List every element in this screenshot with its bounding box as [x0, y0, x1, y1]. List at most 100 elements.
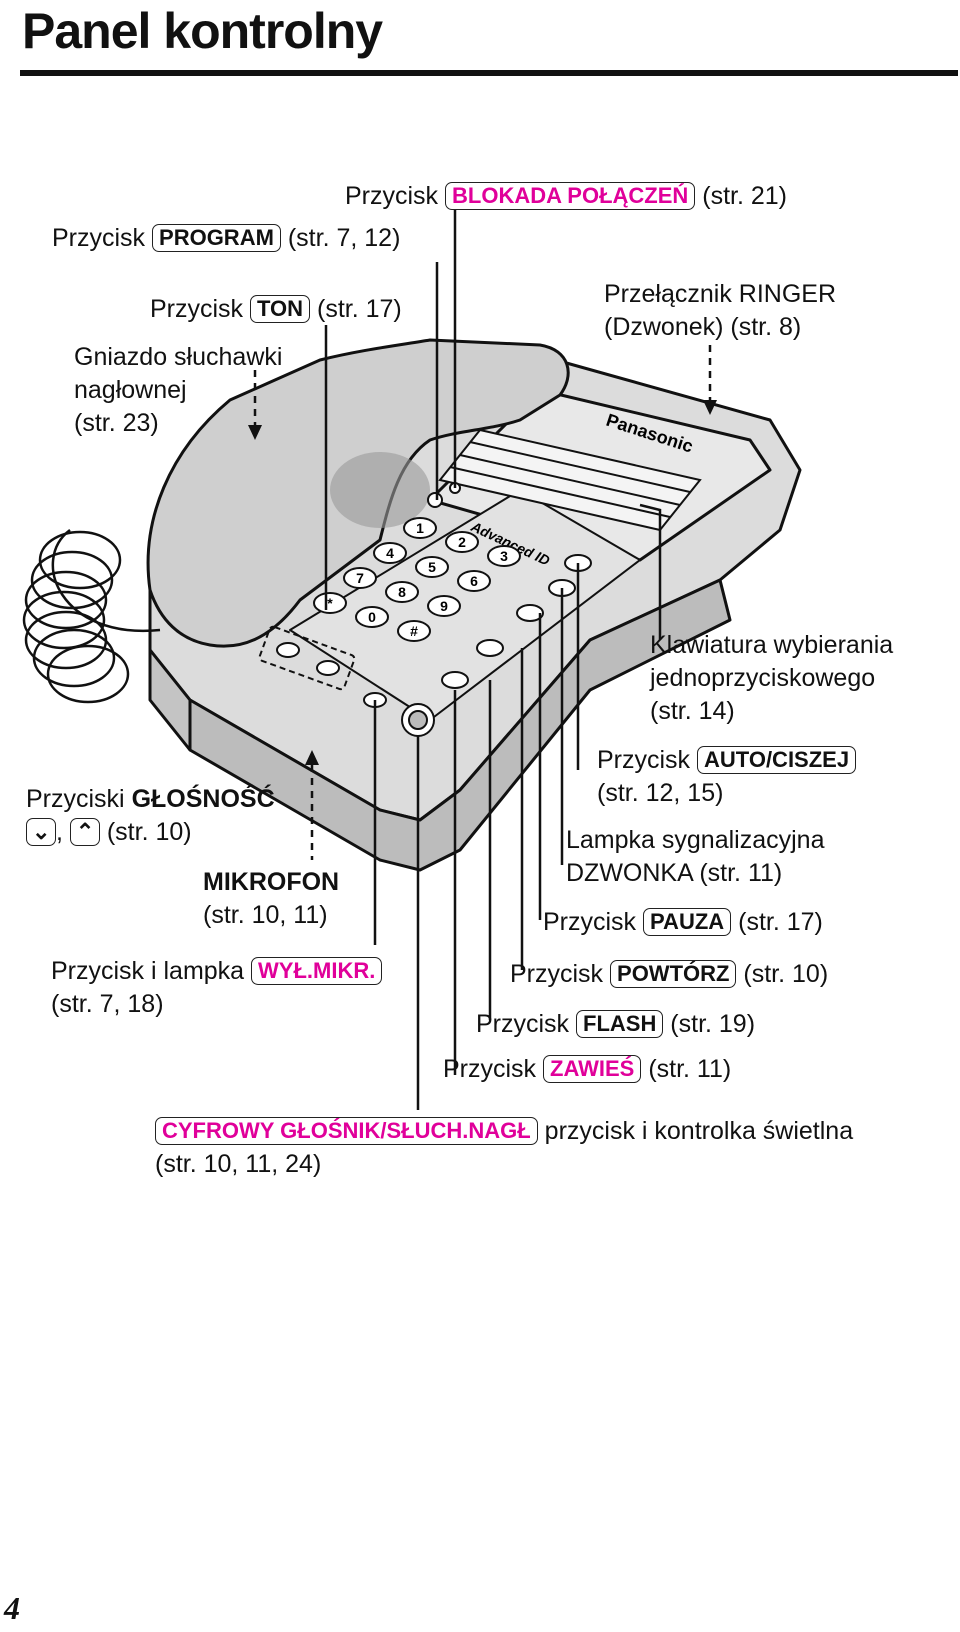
dial-key-label: 8 — [398, 584, 406, 600]
dial-key-7[interactable] — [343, 567, 377, 589]
arrow-heads — [248, 400, 717, 765]
callout-zawies: Przycisk ZAWIEŚ (str. 11) — [443, 1053, 731, 1086]
blokada-key[interactable]: BLOKADA POŁĄCZEŃ — [445, 182, 696, 210]
dial-key-label: 5 — [428, 559, 436, 575]
page-title: Panel kontrolny — [22, 3, 383, 59]
callout-prefix: Przycisk — [150, 295, 244, 323]
flash-key[interactable]: FLASH — [576, 1010, 664, 1038]
callout-prefix: Przycisk — [443, 1055, 537, 1083]
volume-down-shape[interactable] — [276, 642, 300, 658]
flash-button-shape[interactable] — [476, 639, 504, 657]
callout-prefix: Przyciski — [26, 785, 125, 813]
callout-line: (Dzwonek) (str. 8) — [604, 313, 802, 341]
dial-key-label: 0 — [368, 609, 376, 625]
auto-key[interactable]: AUTO/CISZEJ — [697, 746, 857, 774]
dial-key-3[interactable] — [487, 545, 521, 567]
callout-line: Gniazdo słuchawki — [74, 343, 283, 371]
callout-line: MIKROFON — [203, 868, 340, 896]
dashed-arrows — [253, 345, 712, 860]
callout-line: (str. 23) — [74, 409, 159, 437]
dial-keys: 1 2 3 4 5 6 7 8 9 * 0 # — [313, 517, 521, 642]
callout-program: Przycisk PROGRAM (str. 7, 12) — [52, 222, 400, 255]
callout-flash: Przycisk FLASH (str. 19) — [476, 1008, 755, 1041]
callout-ref: (str. 7, 12) — [287, 224, 401, 252]
callout-ref: (str. 17) — [738, 908, 823, 936]
dial-key-label: * — [327, 595, 333, 611]
program-key[interactable]: PROGRAM — [152, 224, 281, 252]
callout-prefix: Przycisk — [543, 908, 637, 936]
dial-key-1[interactable] — [403, 517, 437, 539]
callout-ref: (str. 21) — [702, 182, 788, 210]
dial-key-#[interactable] — [397, 620, 431, 642]
wylmikr-key[interactable]: WYŁ.MIKR. — [251, 957, 383, 985]
chevron-down-icon[interactable]: ⌄ — [26, 818, 56, 846]
dial-key-label: 4 — [386, 545, 394, 561]
dial-key-9[interactable] — [427, 595, 461, 617]
callout-pauza: Przycisk PAUZA (str. 17) — [543, 906, 823, 939]
callout-prefix: Przycisk i lampka — [51, 957, 245, 985]
callout-prefix: Przycisk — [510, 960, 604, 988]
callout-powtorz: Przycisk POWTÓRZ (str. 10) — [510, 958, 828, 991]
pauza-key[interactable]: PAUZA — [643, 908, 732, 936]
callout-wylmikr: Przycisk i lampka WYŁ.MIKR. (str. 7, 18) — [51, 955, 383, 1021]
handset — [146, 338, 570, 648]
zawies-key[interactable]: ZAWIEŚ — [543, 1055, 642, 1083]
callout-ref: (str. 10, 11, 24) — [155, 1150, 322, 1178]
callout-cyfrowy: CYFROWY GŁOŚNIK/SŁUCH.NAGŁ przycisk i ko… — [155, 1115, 853, 1181]
callout-suffix: przycisk i kontrolka świetlna — [544, 1117, 854, 1145]
callout-klawiatura: Klawiatura wybierania jednoprzyciskowego… — [650, 629, 893, 728]
dial-key-label: 3 — [500, 548, 508, 564]
dial-key-label: 9 — [440, 598, 448, 614]
program-button-shape[interactable] — [427, 492, 443, 508]
dial-key-*[interactable] — [313, 592, 347, 614]
callout-mikrofon: MIKROFON (str. 10, 11) — [203, 866, 339, 932]
callout-prefix: Przycisk — [597, 746, 691, 774]
dial-key-label: 7 — [356, 570, 364, 586]
callout-line: (str. 10, 11) — [203, 901, 328, 929]
dial-key-4[interactable] — [373, 542, 407, 564]
dial-key-5[interactable] — [415, 556, 449, 578]
callout-ref: (str. 7, 18) — [51, 990, 164, 1018]
callout-line: Lampka sygnalizacyjna — [566, 826, 825, 854]
callout-line: jednoprzyciskowego — [650, 664, 876, 692]
callout-line: Klawiatura wybierania — [650, 631, 894, 659]
callout-line: DZWONKA (str. 11) — [566, 859, 783, 887]
callout-ref: (str. 17) — [317, 295, 402, 323]
cyfrowy-key[interactable]: CYFROWY GŁOŚNIK/SŁUCH.NAGŁ — [155, 1117, 538, 1145]
callout-headset: Gniazdo słuchawki nagłownej (str. 23) — [74, 341, 282, 440]
callout-volume: Przyciski GŁOŚNOŚĆ ⌄, ⌃ (str. 10) — [26, 783, 275, 849]
side-buttons — [363, 482, 592, 737]
powtorz-key[interactable]: POWTÓRZ — [610, 960, 737, 988]
ton-key[interactable]: TON — [250, 295, 311, 323]
dial-key-label: 2 — [458, 534, 466, 550]
title-rule — [20, 70, 958, 76]
callout-line: (str. 14) — [650, 697, 735, 725]
powtorz-button-shape[interactable] — [516, 604, 544, 622]
zawies-button-shape[interactable] — [441, 671, 469, 689]
dial-key-label: 1 — [416, 520, 424, 536]
callout-comma: , — [56, 818, 63, 846]
callout-lampka: Lampka sygnalizacyjna DZWONKA (str. 11) — [566, 824, 824, 890]
callout-ref: (str. 10) — [106, 818, 192, 846]
callout-ton: Przycisk TON (str. 17) — [150, 293, 402, 326]
dial-key-label: 6 — [470, 573, 478, 589]
volume-box — [258, 625, 356, 691]
volume-up-shape[interactable] — [316, 660, 340, 676]
dial-key-label: # — [410, 623, 418, 639]
dial-key-6[interactable] — [457, 570, 491, 592]
dial-key-0[interactable] — [355, 606, 389, 628]
chevron-up-icon[interactable]: ⌃ — [69, 818, 100, 846]
page-number: 4 — [4, 1590, 20, 1626]
callout-prefix: Przycisk — [345, 182, 439, 210]
callout-ref: (str. 11) — [648, 1055, 732, 1083]
leader-lines — [324, 210, 662, 1110]
callout-line: Przełącznik RINGER — [604, 280, 836, 308]
dial-key-8[interactable] — [385, 581, 419, 603]
callout-prefix: Przycisk — [476, 1010, 570, 1038]
callout-ref: (str. 10) — [743, 960, 829, 988]
callout-ringer: Przełącznik RINGER (Dzwonek) (str. 8) — [604, 278, 836, 344]
coiled-cord — [22, 529, 161, 704]
volume-title: GŁOŚNOŚĆ — [131, 785, 275, 813]
dial-key-2[interactable] — [445, 531, 479, 553]
